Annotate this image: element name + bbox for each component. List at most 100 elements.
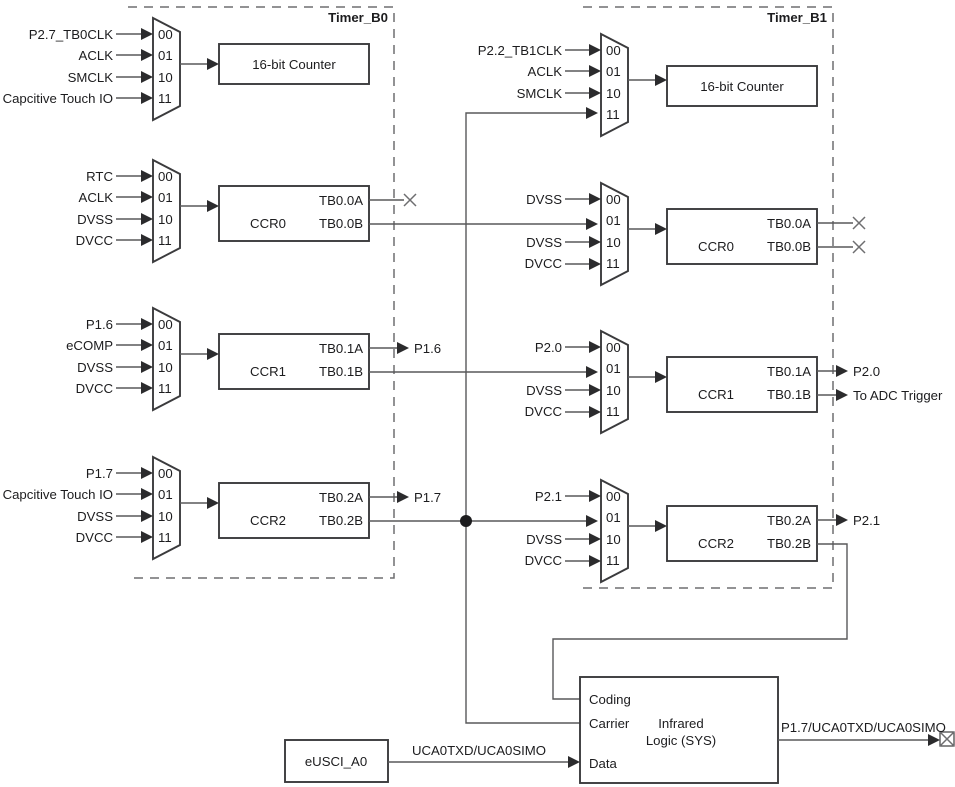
- tb1-ccr1-input-label-2: DVSS: [526, 383, 562, 398]
- eusci-a0-block[interactable]: eUSCI_A0: [284, 739, 389, 783]
- tb1-ccr2-mux[interactable]: 00 01 10 11: [600, 478, 629, 584]
- tb1-clock-to-counter-wire: [628, 74, 667, 86]
- tb0-ccr2-output-port-a: TB0.2A: [319, 490, 363, 505]
- tb0-ccr0-block[interactable]: CCR0 TB0.0A TB0.0B: [218, 185, 370, 242]
- tb0-ccr0-mux[interactable]: 00 01 10 11: [152, 158, 181, 264]
- tb0-clock-mux-input-wires: [116, 28, 153, 104]
- tb0-ccr2-out-a-label: P1.7: [414, 490, 441, 505]
- tb1-ccr1-out-a-wire: [817, 365, 848, 377]
- tb0-clock-mux-sel-01: 01: [158, 48, 173, 63]
- tb1-clock-mux-sel-10: 10: [606, 86, 621, 101]
- infrared-logic-block[interactable]: Infrared Logic (SYS) Coding Carrier Data: [579, 676, 779, 784]
- tb0-ccr2-mux-sel-11: 11: [158, 530, 172, 545]
- tb1-ccr1-mux-to-block-wire: [628, 371, 667, 383]
- tb0-ccr0-mux-sel-00: 00: [158, 169, 173, 184]
- tb0-ccr2-out-b-wire: [369, 515, 598, 527]
- tb1-ccr1-mux-input-wires: [565, 341, 601, 418]
- tb0-ccr1-input-label-2: DVSS: [77, 360, 113, 375]
- tb1-ccr0-mux-sel-01: 01: [606, 213, 621, 228]
- tb1-clock-mux-input-wires: [565, 44, 601, 99]
- tb1-ccr1-mux[interactable]: 00 01 10 11: [600, 329, 629, 435]
- tb0-clock-mux-sel-00: 00: [158, 27, 173, 42]
- tb0-ccr2-mux[interactable]: 00 01 10 11: [152, 455, 181, 561]
- tb1-ccr2-input-label-2: DVSS: [526, 532, 562, 547]
- tb0-ccr1-out-b-wire: [369, 366, 598, 378]
- tb0-clock-mux-sel-10: 10: [158, 70, 173, 85]
- tb1-ccr0-input-label-3: DVCC: [525, 256, 563, 271]
- tb0-ccr2-out-a-wire: [369, 491, 409, 503]
- tb1-ccr2-input-label-0: P2.1: [535, 489, 562, 504]
- tb1-ccr1-input-label-3: DVCC: [525, 404, 563, 419]
- tb1-ccr0-block[interactable]: CCR0 TB0.0A TB0.0B: [666, 208, 818, 265]
- tb1-clock-mux-sel-00: 00: [606, 43, 621, 58]
- tb1-ccr0-mux-to-block-wire: [628, 223, 667, 235]
- tb1-ccr2-out-a-label: P2.1: [853, 513, 880, 528]
- tb0-ccr2-mux-to-block-wire: [180, 497, 219, 509]
- tb0-16bit-counter-label: 16-bit Counter: [252, 57, 336, 72]
- tb0-ccr2-input-label-2: DVSS: [77, 509, 113, 524]
- tb1-ccr1-mux-sel-01: 01: [606, 361, 621, 376]
- infrared-output-label: P1.7/UCA0TXD/UCA0SIMO: [781, 720, 946, 735]
- tb1-ccr0-input-label-2: DVSS: [526, 235, 562, 250]
- tb0-clock-input-label-3: Capcitive Touch IO: [3, 91, 113, 106]
- tb1-ccr2-out-b-to-coding-wire: [552, 543, 848, 700]
- timer-b1-title: Timer_B1: [767, 10, 827, 25]
- tb0-ccr1-block[interactable]: CCR1 TB0.1A TB0.1B: [218, 333, 370, 390]
- tb0-ccr1-mux-sel-00: 00: [158, 317, 173, 332]
- tb1-ccr2-output-port-b: TB0.2B: [767, 536, 811, 551]
- tb1-ccr1-input-label-0: P2.0: [535, 340, 562, 355]
- tb1-ccr0-mux-input-wires: [565, 193, 601, 270]
- tb1-ccr0-mux-sel-11: 11: [606, 256, 620, 271]
- tb1-ccr0-out-a-noconnect: [817, 216, 866, 230]
- tb0-ccr1-mux[interactable]: 00 01 10 11: [152, 306, 181, 412]
- tb0-ccr0-output-port-a: TB0.0A: [319, 193, 363, 208]
- tb1-ccr1-output-port-b: TB0.1B: [767, 387, 811, 402]
- infrared-output-wire: [778, 731, 955, 747]
- tb1-ccr1-out-b-wire: [817, 389, 848, 401]
- tb0-ccr2-mux-input-wires: [116, 467, 153, 543]
- tb0-ccr1-output-port-a: TB0.1A: [319, 341, 363, 356]
- infrared-port-coding: Coding: [589, 692, 631, 707]
- tb0-ccr1-output-port-b: TB0.1B: [319, 364, 363, 379]
- tb0-ccr2-output-port-b: TB0.2B: [319, 513, 363, 528]
- tb1-clock-mux-sel-01: 01: [606, 64, 621, 79]
- tb1-ccr0-out-b-noconnect: [817, 240, 866, 254]
- tb1-ccr2-input-label-3: DVCC: [525, 553, 563, 568]
- infrared-logic-label-line2: Logic (SYS): [646, 733, 716, 748]
- tb1-16bit-counter[interactable]: 16-bit Counter: [666, 65, 818, 107]
- tb1-ccr0-output-port-b: TB0.0B: [767, 239, 811, 254]
- tb0-ccr2-mux-sel-01: 01: [158, 487, 173, 502]
- tb0-ccr0-mux-sel-11: 11: [158, 233, 172, 248]
- tb1-ccr0-mux-sel-00: 00: [606, 192, 621, 207]
- tb0-16bit-counter[interactable]: 16-bit Counter: [218, 43, 370, 85]
- tb0-ccr1-mux-input-wires: [116, 318, 153, 394]
- tb1-ccr2-mux-sel-00: 00: [606, 489, 621, 504]
- tb0-clock-mux[interactable]: 00 01 10 11: [152, 16, 181, 122]
- eusci-a0-wire-label: UCA0TXD/UCA0SIMO: [412, 743, 546, 758]
- tb1-ccr2-block[interactable]: CCR2 TB0.2A TB0.2B: [666, 505, 818, 562]
- tb1-ccr0-mux[interactable]: 00 01 10 11: [600, 181, 629, 287]
- tb0-ccr1-input-label-1: eCOMP: [66, 338, 113, 353]
- tb1-ccr2-mux-sel-10: 10: [606, 532, 621, 547]
- tb1-ccr1-label: CCR1: [698, 387, 734, 402]
- tb0-ccr2-block[interactable]: CCR2 TB0.2A TB0.2B: [218, 482, 370, 539]
- tb0-ccr2-input-label-3: DVCC: [76, 530, 114, 545]
- tb0-ccr1-mux-sel-10: 10: [158, 360, 173, 375]
- tb0-ccr1-mux-to-block-wire: [180, 348, 219, 360]
- tb1-clock-input-label-0: P2.2_TB1CLK: [478, 43, 563, 58]
- infrared-port-carrier: Carrier: [589, 716, 630, 731]
- tb1-ccr1-output-port-a: TB0.1A: [767, 364, 811, 379]
- tb0-ccr1-label: CCR1: [250, 364, 286, 379]
- tb1-ccr1-out-b-label: To ADC Trigger: [853, 388, 943, 403]
- tb0-ccr0-out-a-noconnect: [369, 193, 417, 207]
- tb0-ccr0-mux-to-block-wire: [180, 200, 219, 212]
- tb0-ccr0-input-label-3: DVCC: [76, 233, 114, 248]
- tb1-ccr2-mux-sel-01: 01: [606, 510, 621, 525]
- tb0-ccr0-input-label-2: DVSS: [77, 212, 113, 227]
- tb1-ccr0-input-label-0: DVSS: [526, 192, 562, 207]
- tb1-clock-mux[interactable]: 00 01 10 11: [600, 32, 629, 138]
- tb0-clock-mux-sel-11: 11: [158, 91, 172, 106]
- tb1-ccr1-mux-sel-10: 10: [606, 383, 621, 398]
- tb1-ccr1-block[interactable]: CCR1 TB0.1A TB0.1B: [666, 356, 818, 413]
